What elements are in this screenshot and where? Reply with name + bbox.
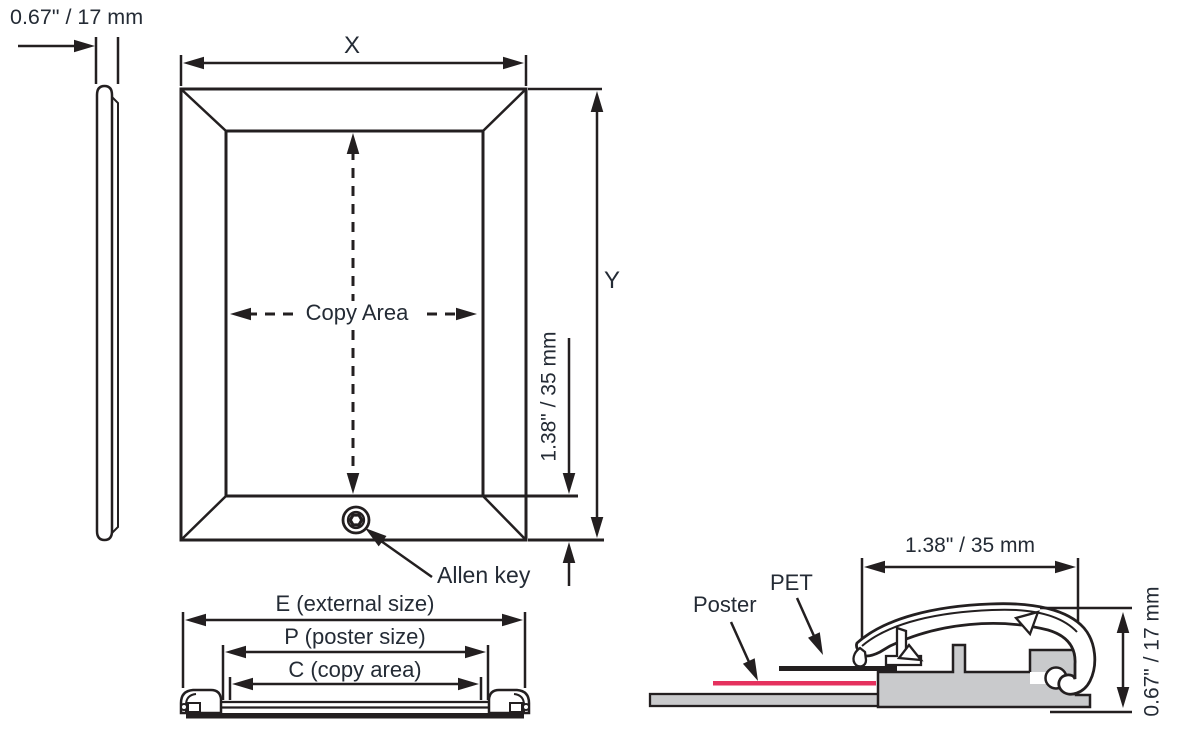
front-view	[179, 55, 604, 586]
copy-area-arrow-up	[346, 133, 360, 154]
side-profile-view	[18, 37, 120, 542]
poster-line	[713, 681, 876, 686]
allen-leader-arrowhead	[365, 528, 387, 547]
profile-lid-inner-wall	[861, 608, 1078, 647]
side-dim-arrowhead	[74, 39, 95, 53]
section-back-plate	[186, 713, 524, 719]
c-dim-arrow-left	[232, 677, 253, 691]
profile-base-slot	[1030, 672, 1048, 684]
detail-depth-arrow-top	[1116, 612, 1130, 633]
copy-area-label: Copy Area	[295, 300, 419, 326]
p-dim-arrow-right	[465, 645, 486, 659]
y-dim-arrow-bottom	[590, 517, 604, 538]
y-dim-arrow-top	[590, 91, 604, 112]
x-dim-label: X	[343, 32, 360, 59]
back-panel	[648, 692, 882, 708]
side-profile-body	[95, 84, 114, 542]
poster-size-label: P (poster size)	[284, 624, 426, 649]
profile-base-extrusion	[876, 643, 1092, 709]
profile-press-wedge	[896, 643, 924, 662]
bevel-top-right	[482, 88, 527, 132]
profile-t-stem	[884, 626, 923, 667]
detail-depth-arrow-bottom	[1116, 687, 1130, 708]
pet-sheet	[779, 666, 897, 671]
c-dim-arrow-right	[458, 677, 479, 691]
bevel-bottom-right	[482, 495, 527, 541]
section-left-cap-nub	[180, 703, 188, 711]
bevel-bottom-left	[180, 495, 227, 541]
front-profile-width-label: 1.38" / 35 mm	[537, 331, 561, 462]
allen-leader-line	[380, 539, 433, 579]
pet-leader-arrowhead	[808, 632, 823, 655]
x-dim-arrow-left	[183, 56, 204, 70]
profile-spring-spur	[1013, 610, 1040, 637]
profile-lid-left-clip	[852, 646, 868, 668]
poster-leader-arrowhead	[742, 658, 758, 681]
copy-area-size-label: C (copy area)	[288, 657, 422, 682]
section-right-cap-foot	[509, 702, 523, 713]
detail-view	[648, 558, 1132, 714]
copy-area-arrow-left	[230, 307, 251, 321]
e-dim-arrow-right	[502, 613, 523, 627]
p-dim-arrow-left	[225, 645, 246, 659]
pet-leader-line	[795, 597, 816, 637]
bevel-top-left	[180, 88, 227, 132]
copy-area-arrow-right	[456, 307, 477, 321]
side-thickness-dim-label: 0.67" / 17 mm	[10, 5, 144, 29]
copy-area-arrow-down	[346, 473, 360, 494]
profile-dim-arrow-down	[562, 473, 576, 494]
allen-hex-socket-icon	[348, 513, 364, 527]
external-size-label: E (external size)	[275, 591, 435, 616]
poster-label: Poster	[693, 592, 757, 617]
allen-key-label: Allen key	[437, 562, 531, 588]
section-right-cap-nub	[522, 703, 530, 711]
profile-snap-lid	[855, 602, 1097, 696]
poster-leader-line	[729, 621, 751, 663]
profile-dim-arrow-up	[562, 542, 576, 563]
detail-width-label: 1.38" / 35 mm	[904, 534, 1035, 557]
detail-width-arrow-left	[864, 560, 885, 574]
detail-width-arrow-right	[1055, 560, 1076, 574]
pet-label: PET	[770, 570, 813, 595]
detail-depth-label: 0.67" / 17 mm	[1140, 586, 1164, 717]
e-dim-arrow-left	[185, 613, 206, 627]
section-left-cap-foot	[187, 702, 201, 713]
x-dim-arrow-right	[503, 56, 524, 70]
section-view	[179, 612, 531, 719]
y-dim-label: Y	[604, 267, 621, 294]
